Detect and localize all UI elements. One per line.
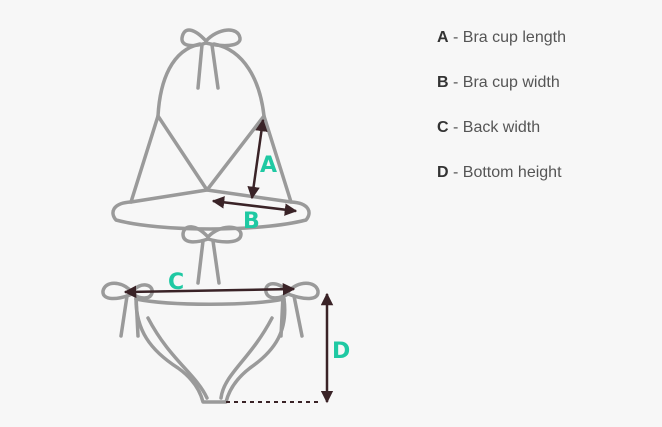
legend-text: - Back width <box>448 119 541 136</box>
waistband <box>134 297 286 306</box>
under-band <box>111 200 311 231</box>
marker-b: B <box>243 209 260 234</box>
legend-letter: A <box>437 29 449 46</box>
halter-strap <box>156 42 266 118</box>
arrow-a <box>247 118 268 200</box>
legend-text: - Bra cup width <box>448 74 560 91</box>
measurements <box>123 118 334 404</box>
legend-item-d: D - Bottom height <box>437 163 566 208</box>
legend-letter: C <box>437 119 449 136</box>
neck-tie-ends <box>196 43 220 90</box>
legend-item-a: A - Bra cup length <box>437 28 566 73</box>
marker-a: A <box>260 153 277 178</box>
right-cup <box>205 114 293 204</box>
legend-item-b: B - Bra cup width <box>437 73 566 118</box>
marker-d: D <box>332 339 350 364</box>
legend-letter: B <box>437 74 449 91</box>
arrow-b <box>211 196 298 216</box>
bikini-size-diagram: A B C D <box>101 28 350 404</box>
legend-text: - Bottom height <box>448 164 562 181</box>
legend-letter: D <box>437 164 449 181</box>
neck-tie-bow <box>180 28 242 48</box>
bikini-top <box>111 28 311 285</box>
bottom-outline <box>134 297 287 404</box>
marker-c: C <box>168 270 184 295</box>
bikini-bottom <box>101 281 320 404</box>
leg-curves <box>146 316 274 400</box>
measurement-markers: A B C D <box>168 153 350 364</box>
back-tie-ends <box>196 239 221 285</box>
arrow-c <box>123 282 296 299</box>
back-tie-bow <box>181 225 243 244</box>
legend-item-c: C - Back width <box>437 118 566 163</box>
right-side-bow <box>264 281 320 301</box>
legend-text: - Bra cup length <box>448 29 566 46</box>
left-cup <box>129 114 209 204</box>
measurement-legend: A - Bra cup length B - Bra cup width C -… <box>437 28 566 208</box>
